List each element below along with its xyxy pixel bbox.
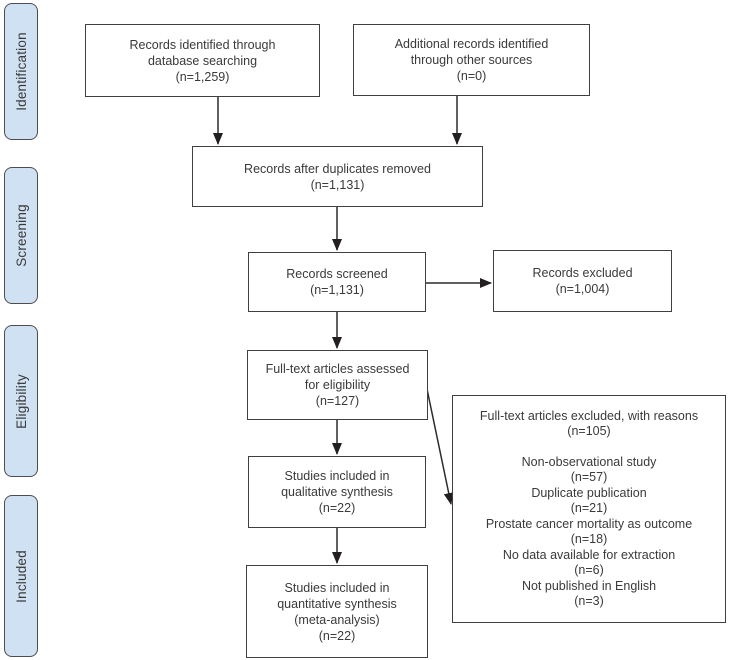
fulltext-excluded-title: Full-text articles excluded, with reason… bbox=[479, 408, 699, 423]
exclusion-reason-label: Prostate cancer mortality as outcome bbox=[485, 516, 693, 531]
duplicates-removed-label: Records after duplicates removed bbox=[244, 161, 431, 176]
exclusion-reasons-list: Non-observational study(n=57)Duplicate p… bbox=[486, 455, 692, 610]
exclusion-reason-label: Non-observational study bbox=[521, 454, 657, 469]
duplicates-removed-count: (n=1,131) bbox=[310, 177, 365, 192]
records-screened-count: (n=1,131) bbox=[310, 283, 364, 297]
qualitative-synthesis-label: Studies included in qualitative synthesi… bbox=[281, 469, 393, 499]
arrow-fulltext-to-fulltext-excluded bbox=[426, 388, 454, 505]
box-quantitative-synthesis: Studies included in quantitative synthes… bbox=[246, 565, 428, 658]
records-excluded-label: Records excluded bbox=[532, 266, 633, 280]
box-fulltext-assessed: Full-text articles assessed for eligibil… bbox=[247, 350, 428, 420]
box-records-identified: Records identified through database sear… bbox=[85, 24, 320, 97]
records-screened-label: Records screened bbox=[286, 267, 388, 281]
fulltext-excluded-count: (n=105) bbox=[567, 424, 611, 438]
exclusion-reason-count: (n=21) bbox=[570, 501, 608, 515]
exclusion-reason-count: (n=57) bbox=[570, 470, 608, 484]
stage-identification: Identification bbox=[4, 3, 38, 140]
exclusion-reason-count: (n=18) bbox=[570, 532, 608, 546]
stage-eligibility-label: Eligibility bbox=[13, 373, 29, 429]
box-additional-records: Additional records identified through ot… bbox=[353, 24, 590, 96]
quantitative-synthesis-count: (n=22) bbox=[318, 628, 356, 643]
records-excluded-count: (n=1,004) bbox=[555, 282, 610, 296]
stage-included: Included bbox=[4, 495, 38, 657]
stage-screening-label: Screening bbox=[13, 204, 29, 267]
stage-screening: Screening bbox=[4, 167, 38, 304]
exclusion-reason-label: Not published in English bbox=[521, 578, 657, 593]
box-fulltext-excluded: Full-text articles excluded, with reason… bbox=[452, 395, 726, 623]
exclusion-reason-count: (n=3) bbox=[574, 594, 604, 608]
exclusion-reason-label: Duplicate publication bbox=[531, 485, 647, 500]
qualitative-synthesis-count: (n=22) bbox=[318, 501, 356, 515]
box-qualitative-synthesis: Studies included in qualitative synthesi… bbox=[248, 456, 426, 528]
exclusion-reason-label: No data available for extraction bbox=[502, 547, 676, 562]
box-records-screened: Records screened (n=1,131) bbox=[248, 252, 426, 312]
stage-identification-label: Identification bbox=[13, 32, 29, 111]
records-identified-count: (n=1,259) bbox=[175, 69, 230, 84]
box-duplicates-removed: Records after duplicates removed (n=1,13… bbox=[192, 146, 483, 207]
fulltext-assessed-label: Full-text articles assessed for eligibil… bbox=[265, 362, 410, 392]
records-identified-label: Records identified through database sear… bbox=[129, 37, 276, 68]
stage-eligibility: Eligibility bbox=[4, 325, 38, 477]
quantitative-synthesis-label: Studies included in quantitative synthes… bbox=[277, 580, 397, 627]
exclusion-reason-count: (n=6) bbox=[574, 563, 604, 577]
additional-records-label: Additional records identified through ot… bbox=[394, 37, 549, 67]
fulltext-assessed-count: (n=127) bbox=[315, 394, 360, 408]
additional-records-count: (n=0) bbox=[456, 69, 487, 83]
stage-included-label: Included bbox=[13, 549, 29, 603]
box-records-excluded: Records excluded (n=1,004) bbox=[493, 250, 672, 312]
